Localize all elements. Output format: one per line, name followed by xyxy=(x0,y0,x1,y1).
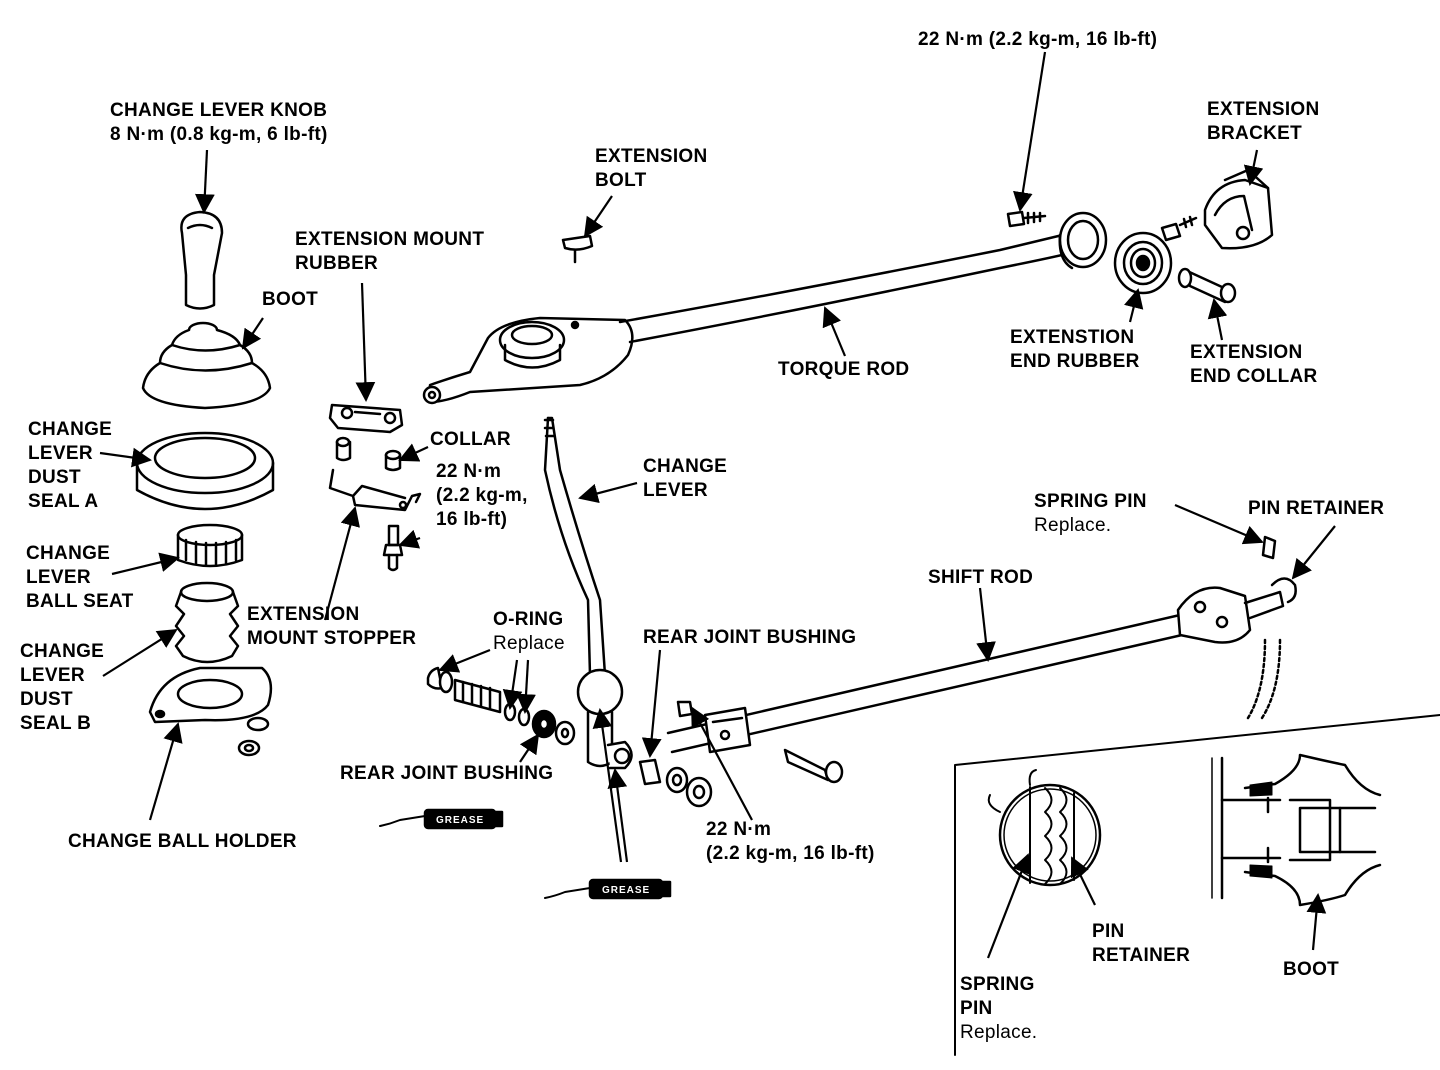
top-bolt-part xyxy=(1006,210,1047,228)
change-lever-part xyxy=(543,416,633,770)
torque-rod-part xyxy=(618,230,1077,344)
grease-leaders xyxy=(592,708,629,863)
label-extension-end-rubber: EXTENSTION END RUBBER xyxy=(1010,327,1140,372)
inset-frame xyxy=(954,714,1440,1056)
label-ball-seat: CHANGE LEVER BALL SEAT xyxy=(26,543,134,612)
label-shift-rod: SHIFT ROD xyxy=(928,567,1034,588)
bracket-nut-part xyxy=(1160,215,1198,242)
label-dust-seal-a: CHANGE LEVER DUST SEAL A xyxy=(28,419,113,512)
label-pin-retainer-top: PIN RETAINER xyxy=(1248,498,1385,519)
extension-casting xyxy=(422,316,634,405)
spring-pin-part xyxy=(1261,535,1277,560)
ball-seat-part xyxy=(176,523,244,568)
label-extension-end-collar: EXTENSION END COLLAR xyxy=(1190,342,1318,387)
rear-joint-right-parts xyxy=(638,700,713,808)
label-change-lever: CHANGE LEVER xyxy=(643,456,728,501)
inset-pin-detail xyxy=(987,769,1102,887)
change-lever-knob-part xyxy=(180,210,224,310)
end-rubber-ring xyxy=(1058,211,1108,270)
label-torque-rod: TORQUE ROD xyxy=(778,359,910,380)
label-collar: COLLAR xyxy=(430,429,511,450)
grease-tube-left xyxy=(379,808,504,830)
grease-tube-bottom xyxy=(544,878,672,900)
label-extension-bolt: EXTENSION BOLT xyxy=(595,146,708,191)
dust-seal-a-part xyxy=(135,431,275,511)
label-inset-boot: BOOT xyxy=(1283,959,1340,980)
extension-bolt-part xyxy=(561,234,594,264)
label-top-torque: 22 N·m (2.2 kg-m, 16 lb-ft) xyxy=(918,29,1158,50)
shift-rod-bolt xyxy=(783,748,844,784)
label-inset-pin-retainer: PIN RETAINER xyxy=(1092,921,1191,966)
label-mount-torque: 22 N·m (2.2 kg-m, 16 lb-ft) xyxy=(436,461,528,530)
boot-part xyxy=(141,321,272,410)
leader-arrows xyxy=(99,51,1336,959)
ball-holder-part xyxy=(148,666,273,757)
collar-part xyxy=(335,436,402,472)
end-rubber-part xyxy=(1113,231,1173,295)
label-extension-bracket: EXTENSION BRACKET xyxy=(1207,99,1320,144)
grease-label-bottom: GREASE xyxy=(602,885,650,896)
label-boot: BOOT xyxy=(262,289,319,310)
grease-label-left: GREASE xyxy=(436,815,484,826)
label-spring-pin-top: SPRING PIN Replace. xyxy=(1034,491,1147,536)
label-change-ball-holder: CHANGE BALL HOLDER xyxy=(68,831,297,852)
dust-seal-b-part xyxy=(174,581,240,664)
inset-boot-detail xyxy=(1211,753,1382,907)
label-o-ring: O-RING Replace xyxy=(493,609,565,654)
label-change-lever-knob: CHANGE LEVER KNOB 8 N·m (0.8 kg-m, 6 lb-… xyxy=(110,100,328,145)
rear-joint-left-parts xyxy=(426,666,576,746)
label-inset-spring-pin: SPRING PIN Replace. xyxy=(960,974,1038,1043)
label-extension-mount-rubber: EXTENSION MOUNT RUBBER xyxy=(295,229,485,274)
shift-rod-yoke xyxy=(1176,586,1285,644)
label-bottom-torque: 22 N·m (2.2 kg-m, 16 lb-ft) xyxy=(706,819,875,864)
label-rear-joint-bushing-bottom: REAR JOINT BUSHING xyxy=(340,763,554,784)
label-rear-joint-bushing-top: REAR JOINT BUSHING xyxy=(643,627,857,648)
extension-bracket-part xyxy=(1203,168,1274,250)
extension-mount-rubber-part xyxy=(328,403,404,434)
mount-bolt-part xyxy=(382,524,404,572)
mount-stopper-part xyxy=(328,468,422,512)
pin-retainer-part xyxy=(1270,577,1297,604)
label-extension-mount-stopper: EXTENSION MOUNT STOPPER xyxy=(247,604,417,649)
end-collar-part xyxy=(1177,267,1237,304)
label-dust-seal-b: CHANGE LEVER DUST SEAL B xyxy=(20,641,105,734)
